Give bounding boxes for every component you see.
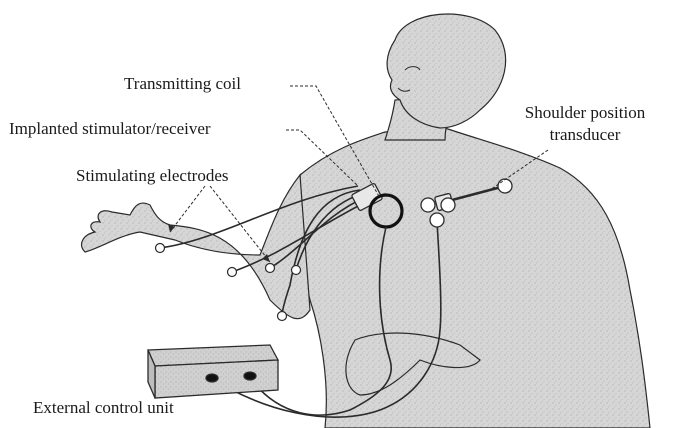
external-control-unit xyxy=(148,345,278,398)
label-shoulder-transducer-line1: Shoulder position xyxy=(510,103,660,123)
label-implanted-stimulator: Implanted stimulator/receiver xyxy=(9,119,211,139)
label-shoulder-transducer-line2: transducer xyxy=(510,125,660,145)
label-stimulating-electrodes: Stimulating electrodes xyxy=(76,166,229,186)
label-transmitting-coil: Transmitting coil xyxy=(124,74,241,94)
outstretched-arm xyxy=(82,175,310,319)
label-external-control-unit: External control unit xyxy=(33,398,174,418)
